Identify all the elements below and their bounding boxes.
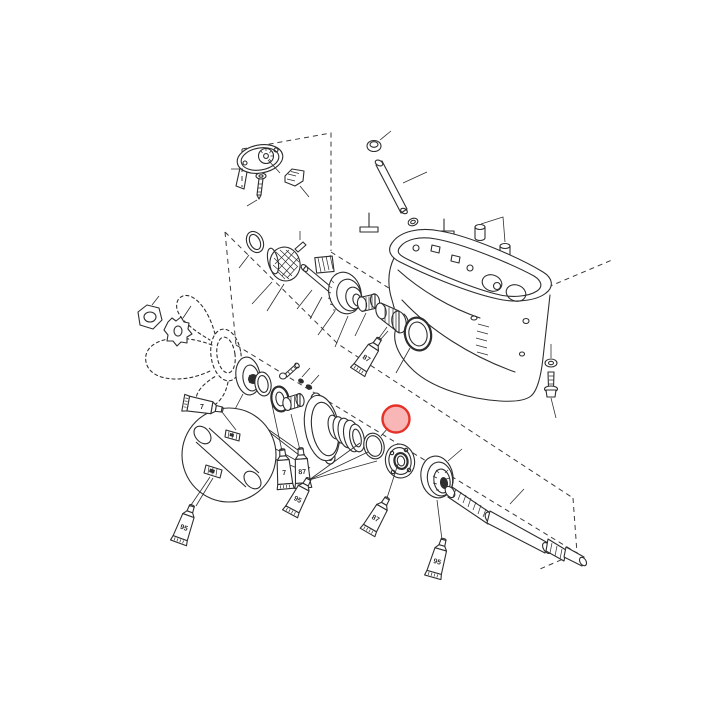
selected-part-highlight[interactable] xyxy=(381,404,411,434)
driveshaft-o-ring[interactable] xyxy=(238,229,267,269)
reverse-gear-carrier[interactable] xyxy=(418,448,463,500)
ball-bearing[interactable] xyxy=(382,441,417,480)
tab-washer[interactable] xyxy=(163,305,193,347)
flat-washer[interactable] xyxy=(544,344,558,368)
tube-leader-lines xyxy=(190,326,443,541)
lube-tube-1[interactable]: 7 xyxy=(181,393,226,419)
spline-detail-bottom xyxy=(203,464,223,479)
pump-screw[interactable] xyxy=(246,172,267,207)
lube-tube-7[interactable]: 95 xyxy=(169,501,201,547)
tube-grommet[interactable] xyxy=(407,217,419,227)
pinion-gear[interactable] xyxy=(251,244,303,312)
thrust-washer[interactable] xyxy=(253,371,273,397)
forward-gear[interactable] xyxy=(317,269,366,348)
lube-tube-label: 87 xyxy=(361,354,371,364)
lube-tube-2[interactable]: 7 xyxy=(273,447,295,491)
roller-bushing[interactable] xyxy=(354,293,381,337)
water-pump-base-plate[interactable] xyxy=(231,141,285,190)
spacer-sleeve[interactable] xyxy=(282,392,306,412)
large-seal-ring[interactable] xyxy=(395,315,434,374)
lube-tube-label: 95 xyxy=(432,558,442,567)
lube-tube-label: 95 xyxy=(292,495,302,505)
impeller-gasket-block[interactable] xyxy=(284,168,310,198)
bearing-carrier[interactable] xyxy=(247,392,367,471)
tapered-roller-bearing[interactable] xyxy=(373,302,410,348)
water-tube-cap[interactable] xyxy=(366,130,392,153)
detail-callout-circle[interactable] xyxy=(181,407,277,507)
propeller-shaft[interactable] xyxy=(443,485,588,567)
o-ring[interactable] xyxy=(361,427,389,461)
prop-nut[interactable] xyxy=(137,295,163,330)
hex-bolt[interactable] xyxy=(543,371,559,419)
lube-tube-label: 7 xyxy=(200,404,204,411)
spline-detail-top xyxy=(224,429,241,442)
drive-key[interactable] xyxy=(359,212,379,233)
lube-tube-4[interactable]: 95 xyxy=(282,473,318,519)
anode-plugs[interactable] xyxy=(297,367,320,391)
pinion-pin[interactable] xyxy=(294,231,307,253)
lube-tube-5[interactable]: 87 xyxy=(359,492,396,538)
gearcase-housing[interactable] xyxy=(388,228,552,402)
pinion-spring[interactable] xyxy=(313,254,336,276)
water-tube[interactable] xyxy=(374,159,428,215)
lube-tube-8[interactable]: 87 xyxy=(349,332,388,378)
lube-tube-label: 87 xyxy=(370,514,380,524)
lube-tube-6[interactable]: 95 xyxy=(424,535,453,581)
lube-tube-label: 7 xyxy=(282,470,287,477)
lube-tube-label: 95 xyxy=(179,524,189,533)
carrier-bolt[interactable] xyxy=(278,362,301,380)
lube-tube-3[interactable]: 87 xyxy=(291,446,313,490)
lube-tube-label: 87 xyxy=(298,469,306,477)
